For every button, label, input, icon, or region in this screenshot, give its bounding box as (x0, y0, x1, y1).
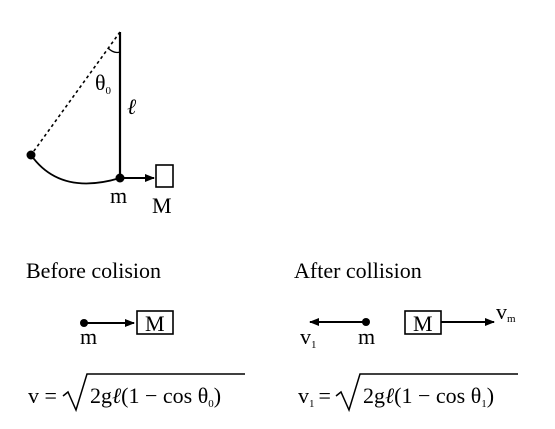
theta-label: θ0 (95, 70, 112, 97)
after-bob-label: m (358, 324, 375, 349)
after-section: After collision v1 m M vm v1= 2gℓ(1 − co… (294, 258, 518, 413)
after-block-label: M (413, 311, 433, 336)
before-block-label: M (145, 311, 165, 336)
pendulum-figure: θ0 ℓ m M (26, 31, 174, 218)
before-heading: Before colision (26, 258, 161, 283)
dashed-string (30, 31, 121, 156)
start-bob (26, 150, 36, 160)
block-label: M (152, 193, 172, 218)
after-formula-lhs: v1= (298, 383, 331, 410)
before-section: Before colision M m v = 2gℓ(1 − cos θ0) (26, 258, 245, 413)
length-label: ℓ (127, 94, 137, 119)
block-M (155, 164, 174, 188)
before-formula-radicand: 2gℓ(1 − cos θ0) (90, 383, 221, 410)
before-sqrt-sign (62, 373, 245, 413)
v1-label: v1 (300, 324, 317, 351)
after-sqrt-sign (335, 373, 518, 413)
before-block (136, 310, 174, 335)
swing-arc (30, 154, 121, 185)
before-bob-label: m (80, 324, 97, 349)
before-formula-lhs: v = (28, 383, 57, 408)
vm-label: vm (496, 299, 516, 325)
angle-arc (107, 47, 121, 54)
bob-label: m (110, 183, 127, 208)
after-formula-radicand: 2gℓ(1 − cos θ1) (363, 383, 494, 410)
after-heading: After collision (294, 258, 422, 283)
